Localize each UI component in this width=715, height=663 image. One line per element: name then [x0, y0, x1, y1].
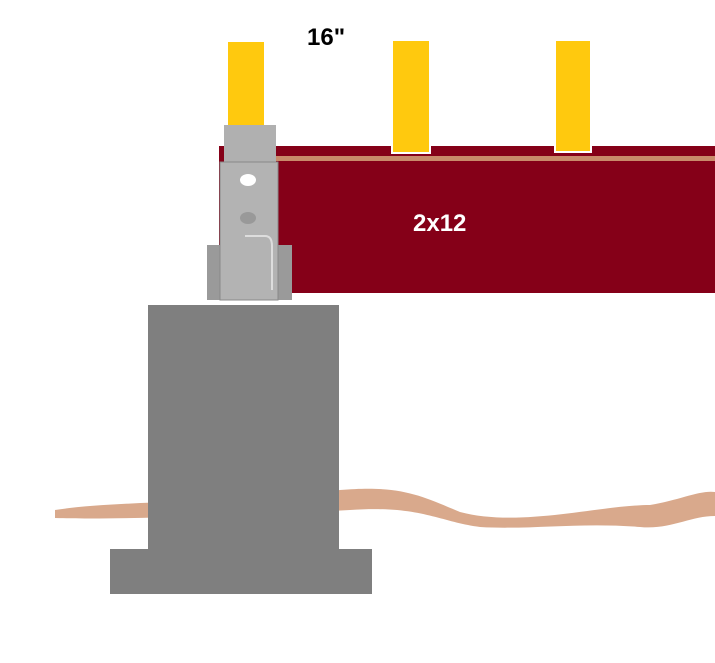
- concrete-footing: [110, 549, 372, 594]
- beam-size-label: 2x12: [413, 210, 467, 237]
- joist-2: [391, 39, 431, 154]
- ground-line: [55, 488, 715, 528]
- beam-top-plate: [232, 156, 715, 161]
- beam-2x12: [219, 146, 715, 293]
- concrete-pier: [148, 305, 339, 551]
- joist-spacing-label: 16": [307, 24, 346, 51]
- post-base-hanger: [207, 125, 292, 301]
- joist-3: [554, 39, 592, 153]
